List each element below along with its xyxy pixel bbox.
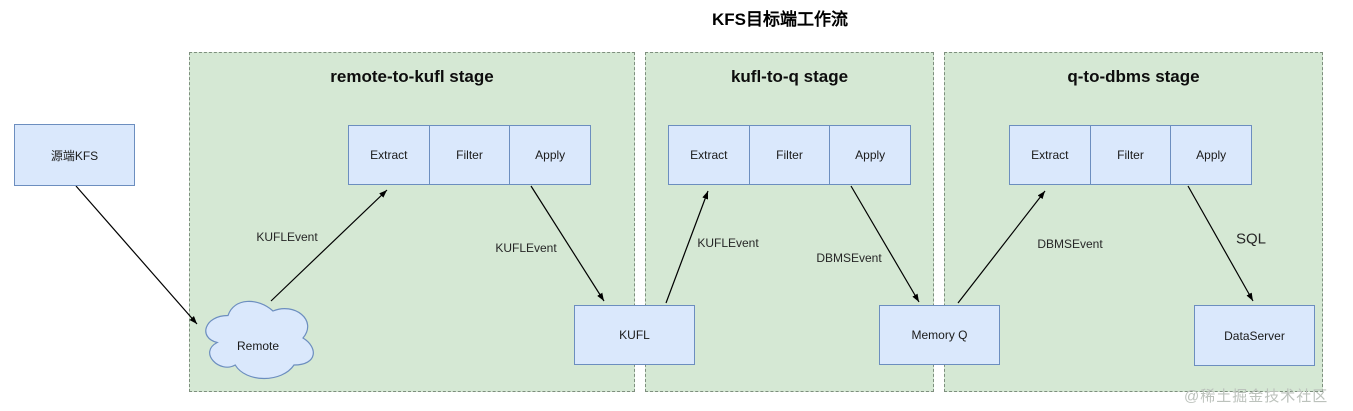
node-kufl: KUFL	[574, 305, 695, 365]
pipeline-cell-filter: Filter	[749, 125, 831, 185]
edge-label-apply3-to-dataserver: SQL	[1235, 230, 1267, 248]
cloud-remote: Remote	[196, 292, 320, 384]
watermark: @稀土掘金技术社区	[1184, 388, 1329, 405]
pipeline-stage2: Extract Filter Apply	[668, 125, 912, 185]
page-title: KFS目标端工作流	[712, 10, 848, 29]
pipeline-cell-apply: Apply	[510, 125, 592, 185]
edge-label-memoryq-to-extract3: DBMSEvent	[1037, 237, 1103, 251]
stage-title-kufl-to-q: kufl-to-q stage	[730, 67, 849, 86]
edge-label-kufl-to-extract2: KUFLEvent	[697, 236, 759, 250]
pipeline-cell-filter: Filter	[1090, 125, 1172, 185]
pipeline-cell-apply: Apply	[1171, 125, 1253, 185]
pipeline-cell-filter: Filter	[429, 125, 511, 185]
pipeline-cell-extract: Extract	[668, 125, 750, 185]
stage-title-q-to-dbms: q-to-dbms stage	[1067, 67, 1200, 86]
node-source-kfs: 源端KFS	[14, 124, 135, 186]
stage-title-remote-to-kufl: remote-to-kufl stage	[330, 67, 494, 86]
pipeline-cell-extract: Extract	[1009, 125, 1091, 185]
node-memory-q: Memory Q	[879, 305, 1000, 365]
pipeline-stage3: Extract Filter Apply	[1009, 125, 1253, 185]
node-data-server: DataServer	[1194, 305, 1315, 366]
edge-label-apply1-to-kufl: KUFLEvent	[495, 241, 557, 255]
pipeline-stage1: Extract Filter Apply	[348, 125, 592, 185]
cloud-remote-label: Remote	[236, 339, 280, 353]
pipeline-cell-extract: Extract	[348, 125, 430, 185]
arrow-kfs-to-remote	[75, 185, 198, 325]
cloud-icon	[205, 300, 314, 379]
pipeline-cell-apply: Apply	[830, 125, 912, 185]
edge-label-apply2-to-memoryq: DBMSEvent	[816, 251, 882, 265]
edge-label-remote-to-extract1: KUFLEvent	[256, 230, 318, 244]
